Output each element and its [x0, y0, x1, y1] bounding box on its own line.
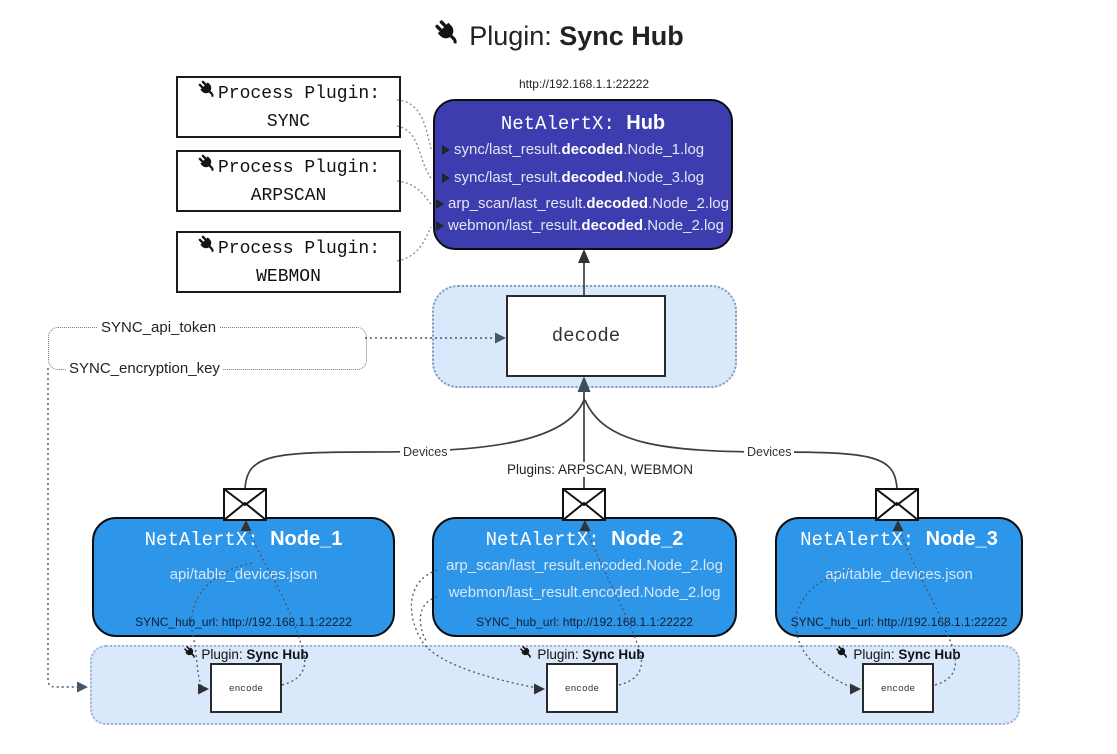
- node-file: api/table_devices.json: [825, 566, 973, 583]
- node-file: api/table_devices.json: [169, 566, 318, 583]
- encode-box: encode: [546, 663, 618, 713]
- hub-title: NetAlertX: Hub: [500, 112, 666, 135]
- edge-label-devices-left: Devices: [400, 445, 451, 459]
- process-plugin-label: Process Plugin:: [217, 84, 381, 104]
- plug-icon: [196, 78, 218, 109]
- envelope-icon: [875, 488, 919, 521]
- encoder-label: Plugin: Sync Hub: [482, 644, 682, 663]
- hub-log-line: arp_scan/last_result.decoded.Node_2.log: [435, 195, 732, 212]
- sync-encryption-key-label: SYNC_encryption_key: [66, 360, 223, 377]
- hub-box: NetAlertX: Hub sync/last_result.decoded.…: [433, 99, 733, 250]
- sync-api-token-label: SYNC_api_token: [98, 319, 220, 336]
- arrow-right-icon: [436, 220, 444, 231]
- encoder-label: Plugin: Sync Hub: [146, 644, 346, 663]
- node-file: arp_scan/last_result.encoded.Node_2.log: [446, 557, 723, 574]
- arrow-up-icon: [578, 249, 590, 263]
- plug-icon: [196, 233, 218, 264]
- plugin-to-hub-links: [396, 99, 432, 262]
- hub-url-label: http://192.168.1.1:22222: [518, 77, 650, 91]
- edge-label-plugins: Plugins: ARPSCAN, WEBMON: [504, 462, 697, 477]
- plug-icon: [519, 644, 535, 663]
- process-plugin-name: ARPSCAN: [250, 186, 327, 206]
- node-file: webmon/last_result.encoded.Node_2.log: [448, 584, 721, 601]
- plug-icon: [433, 17, 463, 55]
- envelope-icon: [223, 488, 267, 521]
- arrow-right-icon: [77, 681, 88, 693]
- node-hub-url: SYNC_hub_url: http://192.168.1.1:22222: [476, 615, 693, 629]
- process-plugin-webmon: Process Plugin: WEBMON: [176, 231, 401, 293]
- hub-log-line: sync/last_result.decoded.Node_3.log: [435, 169, 738, 186]
- node-title: NetAlertX: Node_2: [485, 528, 684, 551]
- hub-log-line: sync/last_result.decoded.Node_1.log: [435, 141, 738, 158]
- arrow-right-icon: [436, 198, 444, 209]
- encode-box: encode: [862, 663, 934, 713]
- process-plugin-arpscan: Process Plugin: ARPSCAN: [176, 150, 401, 212]
- plug-icon: [196, 152, 218, 183]
- envelope-icon: [562, 488, 606, 521]
- encode-box: encode: [210, 663, 282, 713]
- node-hub-url: SYNC_hub_url: http://192.168.1.1:22222: [790, 615, 1008, 629]
- process-plugin-name: WEBMON: [256, 267, 321, 287]
- node-2-box: NetAlertX: Node_2 arp_scan/last_result.e…: [432, 517, 737, 637]
- edge-label-devices-right: Devices: [744, 445, 795, 459]
- plug-icon: [183, 644, 199, 663]
- process-plugin-label: Process Plugin:: [217, 158, 381, 178]
- node-1-box: NetAlertX: Node_1 api/table_devices.json…: [92, 517, 395, 637]
- page-title: Plugin: Sync Hub: [0, 17, 1117, 55]
- node-hub-url: SYNC_hub_url: http://192.168.1.1:22222: [135, 615, 352, 629]
- arrow-right-icon: [442, 172, 450, 183]
- process-plugin-name: SYNC: [266, 112, 311, 132]
- process-plugin-label: Process Plugin:: [217, 239, 381, 259]
- node-title: NetAlertX: Node_3: [800, 528, 998, 551]
- hub-log-line: webmon/last_result.decoded.Node_2.log: [435, 217, 732, 234]
- title-text: Plugin: Sync Hub: [469, 21, 684, 51]
- arrow-right-icon: [442, 144, 450, 155]
- plug-icon: [835, 644, 851, 663]
- node-title: NetAlertX: Node_1: [144, 528, 343, 551]
- node-3-box: NetAlertX: Node_3 api/table_devices.json…: [775, 517, 1023, 637]
- encoder-label: Plugin: Sync Hub: [798, 644, 998, 663]
- process-plugin-sync: Process Plugin: SYNC: [176, 76, 401, 138]
- decode-box: decode: [506, 295, 666, 377]
